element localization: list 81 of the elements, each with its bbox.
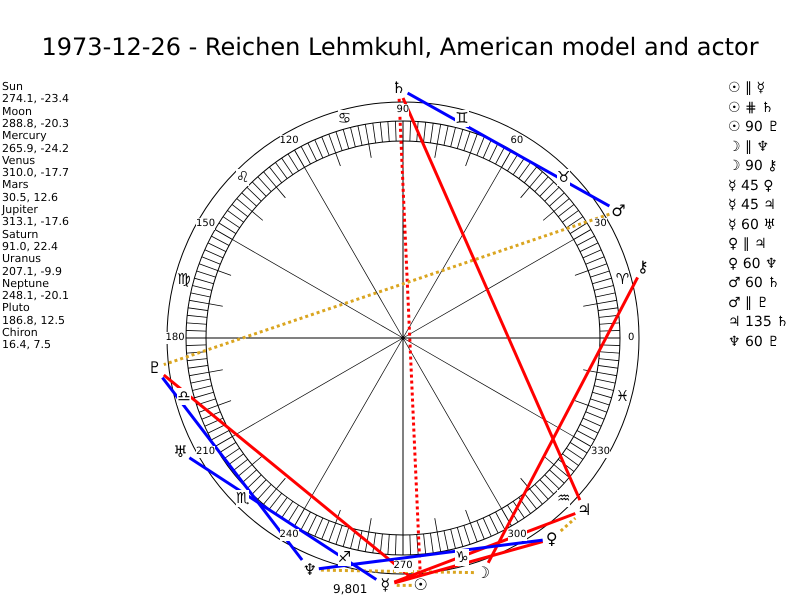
position-text: 313.1, -17.6 (2, 215, 69, 228)
aspect-table-row: ☉ ∥ ☿ (728, 80, 766, 96)
aspect-table-row: ♃ 135 ♄ (728, 314, 789, 330)
zodiac-sign-glyph: ♍ (177, 270, 191, 288)
zodiac-sign-glyph: ♓ (616, 388, 630, 406)
aspect-table-row: ☿ 45 ♃ (728, 197, 776, 213)
aspect-line (402, 97, 582, 501)
zodiac-sign-glyph: ♑ (455, 548, 469, 566)
aspect-line (394, 512, 576, 584)
aspect-table-row: ♂ 60 ♄ (728, 275, 780, 291)
zodiac-sign-glyph: ♉ (557, 168, 570, 186)
aspect-line (560, 516, 576, 532)
value-text: 9,801 (333, 582, 368, 596)
saturn-glyph: ♄ (390, 78, 408, 98)
zodiac-sign-glyph: ♌ (236, 168, 250, 186)
body-name-text: Saturn (2, 228, 38, 241)
sun-glyph: ☉ (412, 575, 430, 596)
jupiter-glyph: ♃ (575, 500, 594, 520)
mars-glyph: ♂ (609, 201, 628, 222)
body-name-text: Venus (2, 154, 36, 167)
venus-glyph: ♀ (542, 528, 561, 549)
aspect-line (163, 212, 610, 366)
body-name-text: Pluto (2, 301, 30, 314)
uranus-glyph: ♅ (171, 442, 190, 462)
position-text: 274.1, -23.4 (2, 92, 69, 106)
body-name-text: Mars (2, 178, 28, 192)
zodiac-sign-glyph: ♊ (455, 110, 469, 128)
body-name-text: Sun (2, 80, 23, 93)
zodiac-sign-glyph: ♐ (338, 548, 352, 566)
aspect-line (318, 538, 543, 570)
aspect-table-row: ☉ ⋕ ♄ (728, 100, 774, 116)
chart-title: 1973-12-26 - Reichen Lehmkuhl, American model and actor (42, 34, 759, 60)
aspect-table-row: ☽ ∥ ♆ (728, 138, 770, 154)
body-name-text: Moon (2, 104, 32, 118)
degree-label: 330 (590, 446, 610, 458)
aspect-table-row: ☉ 90 ♇ (728, 119, 780, 135)
aspect-table-row: ♀ ∥ ♃ (728, 236, 767, 252)
aspect-line (398, 98, 422, 576)
degree-label: 270 (394, 560, 413, 572)
degree-label: 300 (508, 529, 527, 542)
aspect-table-row: ☿ 45 ♀ (728, 178, 774, 194)
position-text: 186.8, 12.5 (2, 314, 65, 327)
aspect-line (161, 376, 304, 561)
body-name-text: Neptune (2, 276, 50, 290)
position-text: 207.1, -9.9 (2, 264, 62, 278)
neptune-glyph: ♆ (300, 560, 319, 580)
degree-label: 210 (196, 446, 216, 458)
zodiac-sign-glyph: ♋ (338, 110, 352, 128)
position-text: 30.5, 12.6 (2, 190, 58, 204)
body-name-text: Mercury (2, 129, 47, 142)
position-text: 288.8, -20.3 (2, 116, 69, 130)
aspect-table-row: ☽ 90 ⚷ (728, 158, 778, 174)
aspect-table-row: ♂ ∥ ♇ (728, 294, 770, 310)
aspect-line (406, 92, 610, 208)
position-text: 248.1, -20.1 (2, 289, 69, 302)
position-text: 91.0, 22.4 (2, 240, 58, 253)
aspect-table-row: ♆ 60 ♇ (728, 334, 780, 350)
zodiac-sign-glyph: ♎ (177, 388, 191, 406)
aspect-line (394, 584, 412, 587)
zodiac-sign-glyph: ♏ (236, 490, 250, 507)
aspect-line (486, 276, 639, 564)
position-text: 265.9, -24.2 (2, 142, 69, 154)
chiron-glyph: ⚷ (634, 257, 652, 278)
aspect-table-row: ☿ 60 ♅ (728, 216, 776, 232)
moon-glyph: ☽ (474, 562, 492, 583)
pluto-glyph: ♇ (146, 358, 164, 378)
degree-label: 90 (396, 104, 410, 116)
aspect-table-row: ♀ 60 ♆ (728, 256, 778, 272)
mercury-glyph: ☿ (376, 575, 394, 596)
position-text: 16.4, 7.5 (2, 338, 51, 352)
body-name-text: Chiron (2, 326, 38, 339)
zodiac-sign-glyph: ♒ (557, 490, 570, 507)
degree-label: 240 (280, 529, 299, 542)
degree-label: 150 (196, 218, 216, 230)
degree-label: 180 (166, 332, 185, 344)
position-text: 310.0, -17.7 (2, 166, 69, 180)
aspect-line (318, 568, 474, 574)
body-name-text: Uranus (2, 252, 41, 266)
body-name-text: Jupiter (2, 203, 38, 216)
aspect-line (188, 456, 378, 581)
aspect-line (394, 540, 544, 584)
